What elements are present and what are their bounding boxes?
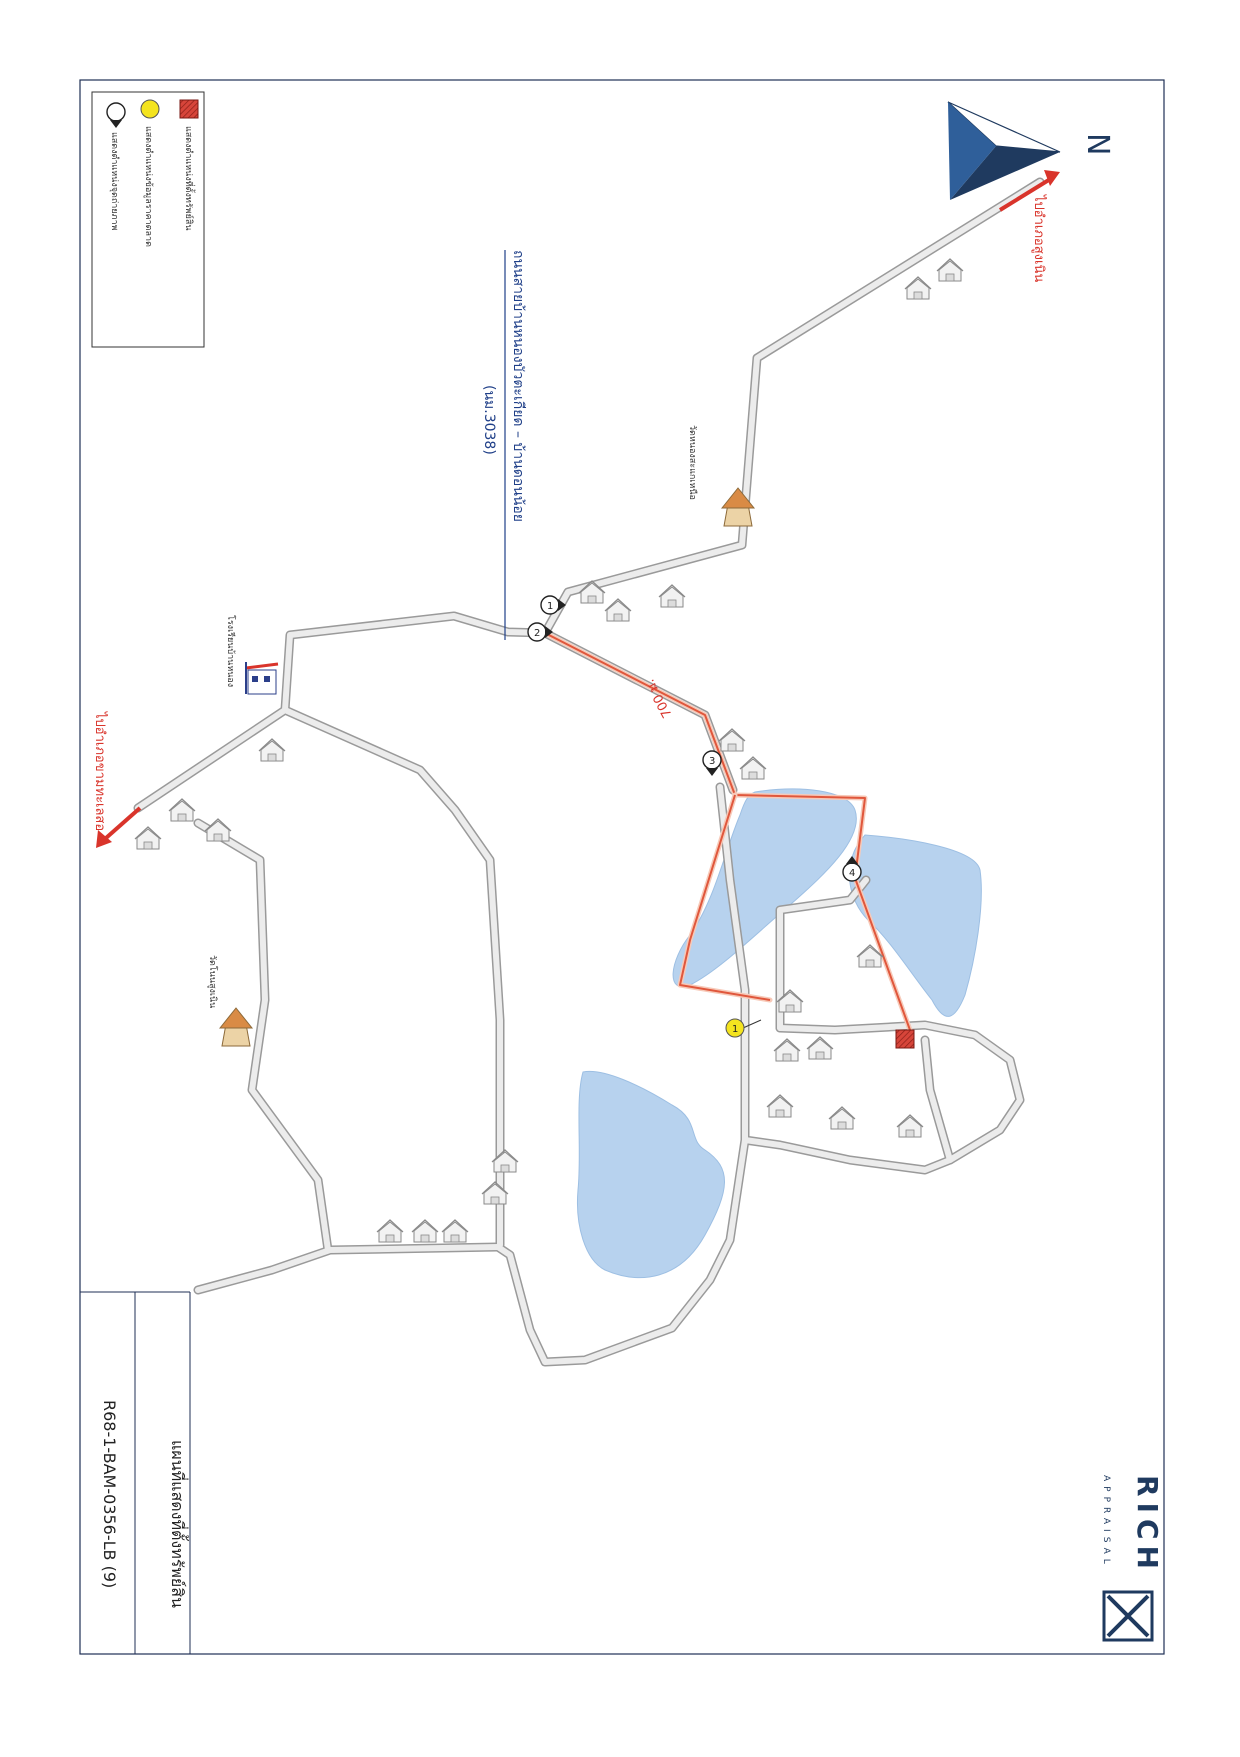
landmark-temple-left: วัดโนนสูงเนิน <box>207 955 218 1008</box>
legend-label-market: แสดงตำแหน่งข้อมูลราคาตลาด <box>143 126 154 247</box>
market-point-1: 1 <box>725 1018 762 1038</box>
pond-upper <box>672 788 857 988</box>
legend-box <box>91 91 205 348</box>
map-title: แผนที่แสดงที่ตั้งทรัพย์สิน <box>168 1440 189 1608</box>
red-hatched-square-icon <box>179 99 199 119</box>
svg-text:4: 4 <box>849 868 855 879</box>
brand-logo-icon <box>1102 1590 1154 1642</box>
photo-point-3: 3 <box>702 750 722 776</box>
landmark-school: โรงเรียนบ้านหนอง <box>225 615 236 687</box>
property-marker-icon <box>895 1029 915 1049</box>
map-code: R68-1-BAM-0356-LB (9) <box>100 1400 119 1588</box>
brand-tagline: APPRAISAL <box>1101 1475 1111 1569</box>
road-network-fill <box>135 179 1043 1365</box>
legend-label-photo: แสดงตำแหน่งจุดถ่ายภาพ <box>109 132 120 231</box>
svg-text:2: 2 <box>534 628 540 639</box>
temple-left-icon <box>218 1007 254 1047</box>
pond-right <box>848 834 982 1017</box>
outer-frame <box>79 79 1165 1655</box>
pond-lower <box>576 1070 725 1279</box>
svg-text:1: 1 <box>732 1024 738 1035</box>
brand-name: RICH <box>1131 1475 1164 1575</box>
north-arrow-icon <box>947 101 1061 200</box>
arrow-to-sungnoen <box>998 170 1060 212</box>
camera-pin-icon <box>106 102 126 128</box>
svg-text:3: 3 <box>709 756 715 767</box>
direction-sungnoen: ไปอำเภอสูงเนิน <box>1031 194 1047 282</box>
yellow-circle-icon <box>140 99 160 119</box>
road-name-line2: (นม.3038) <box>481 385 497 455</box>
photo-point-2: 2 <box>527 622 553 642</box>
legend-label-property: แสดงตำแหน่งที่ตั้งทรัพย์สิน <box>183 126 196 231</box>
direction-khamthale: ไปอำเภอขามทะเลสอ <box>92 711 108 831</box>
photo-point-1: 1 <box>540 595 566 615</box>
road-name-line1: ถนนสายบ้านหนองบัวตะเกียด – บ้านดอนน้อย <box>510 250 526 522</box>
arrow-to-khamthale <box>96 806 142 848</box>
school-icon <box>245 662 279 695</box>
landmark-temple-top: วัดหนองสะแกเหนือ <box>687 425 698 500</box>
svg-text:1: 1 <box>547 601 553 612</box>
route-to-property <box>542 630 913 1033</box>
north-label: N <box>1080 133 1115 155</box>
photo-point-4: 4 <box>842 856 862 882</box>
temple-top-icon <box>720 487 756 527</box>
